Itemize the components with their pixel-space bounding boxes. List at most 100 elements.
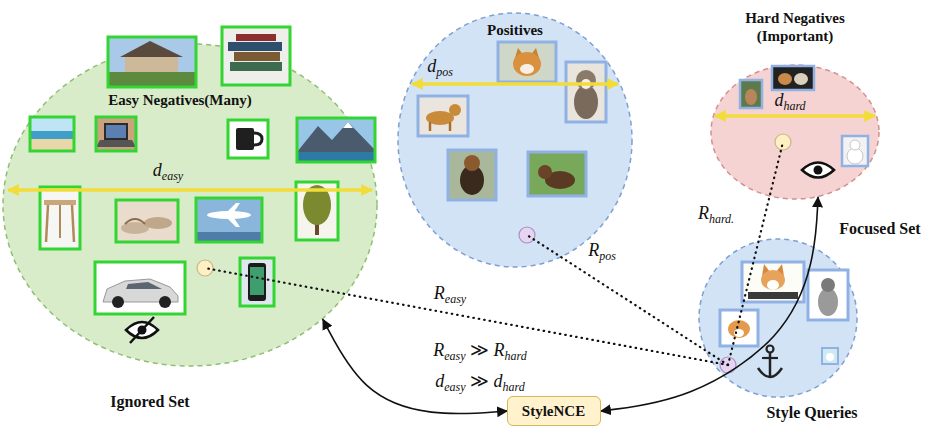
cat-photo	[772, 66, 814, 90]
dog-photo	[448, 150, 496, 200]
dog-photo	[566, 62, 606, 122]
diameter-arrow	[412, 82, 618, 86]
photo-thumbnail	[234, 52, 280, 61]
diameter-label: dhard	[774, 90, 805, 113]
photo-thumbnail	[297, 118, 375, 162]
photo-thumbnail	[228, 120, 268, 158]
loss-box: StyleNCE	[507, 396, 601, 426]
dog-photo	[418, 96, 468, 136]
query-image	[826, 353, 834, 361]
query-image	[822, 348, 838, 364]
photo-thumbnail	[112, 296, 124, 308]
query-image	[720, 310, 758, 346]
math-subscript: pos	[599, 249, 616, 263]
photo-thumbnail	[30, 131, 74, 139]
dog-photo	[574, 85, 598, 119]
region-shape	[398, 13, 632, 267]
eye-icon	[802, 163, 834, 178]
photo-thumbnail	[297, 118, 375, 162]
query-image	[808, 270, 848, 320]
dog-photo	[498, 42, 556, 82]
region-outline	[698, 238, 858, 398]
cat-photo	[740, 80, 762, 108]
distance-line	[527, 235, 728, 365]
set-heading: Easy Negatives(Many)	[108, 91, 252, 109]
math-symbol: d	[435, 371, 444, 391]
math-subscript: hard.	[709, 212, 734, 226]
photo-thumbnail	[240, 258, 274, 306]
cat-photo	[778, 73, 792, 85]
dog-photo	[528, 152, 586, 196]
cat-photo	[842, 136, 868, 166]
photo-thumbnail	[40, 187, 80, 249]
distance-symbol: Reasy	[434, 283, 466, 306]
eye-icon	[814, 166, 823, 175]
diameter-arrow	[715, 114, 875, 118]
diameter-label: deasy	[153, 160, 183, 183]
loss-name: StyleNCE	[522, 402, 585, 420]
dog-photo	[528, 152, 586, 196]
photo-thumbnail	[116, 200, 178, 242]
cat-photo	[772, 66, 814, 90]
cat-photo	[772, 66, 814, 90]
cat-photo	[740, 80, 762, 108]
cat-photo	[745, 89, 757, 105]
photo-thumbnail	[106, 125, 126, 138]
math-subscript: hard	[503, 380, 525, 394]
sample-set-ellipse: Easy Negatives(Many)deasyIgnored Set	[2, 43, 378, 367]
inequality-note: Reasy ≫ Rhard	[433, 340, 527, 363]
math-operator: ≫	[470, 340, 489, 360]
set-caption: Ignored Set	[110, 392, 189, 411]
photo-thumbnail	[108, 37, 196, 87]
dog-photo	[448, 150, 496, 200]
set-caption: Focused Set	[839, 219, 920, 238]
math-subscript: hard	[783, 99, 805, 113]
region-outline	[2, 43, 378, 367]
photo-thumbnail	[248, 263, 266, 301]
dog-photo	[448, 150, 496, 200]
photo-thumbnail	[196, 198, 262, 242]
math-symbol: R	[433, 340, 444, 360]
photo-thumbnail	[108, 72, 196, 87]
region-outline	[397, 12, 633, 268]
photo-thumbnail	[196, 198, 262, 242]
photo-thumbnail	[40, 187, 80, 249]
photo-thumbnail	[228, 120, 268, 158]
photo-thumbnail	[120, 41, 183, 57]
photo-thumbnail	[40, 187, 80, 249]
set-caption: Style Queries	[766, 403, 857, 422]
photo-thumbnail	[236, 34, 276, 41]
photo-thumbnail	[297, 118, 375, 162]
photo-thumbnail	[95, 262, 185, 314]
diameter-arrow	[8, 188, 372, 192]
photo-thumbnail	[44, 200, 76, 205]
dog-photo	[538, 165, 552, 179]
photo-thumbnail	[240, 258, 274, 306]
photo-thumbnail	[108, 37, 196, 87]
dog-photo	[520, 64, 534, 74]
photo-thumbnail	[116, 200, 178, 242]
query-image	[822, 348, 838, 364]
photo-thumbnail	[254, 133, 262, 145]
photo-thumbnail	[46, 205, 48, 242]
cat-photo	[740, 80, 762, 108]
region-shape	[711, 65, 879, 199]
region-shape	[3, 44, 377, 366]
math-subscript: hard	[505, 349, 527, 363]
query-image	[767, 280, 779, 290]
cat-photo	[794, 73, 808, 85]
math-symbol: R	[588, 240, 599, 260]
diameter-label: dpos	[427, 56, 453, 79]
photo-thumbnail	[125, 219, 145, 224]
region-outline	[710, 64, 880, 200]
photo-thumbnail	[224, 215, 240, 227]
math-subscript: easy	[444, 380, 465, 394]
dog-photo	[566, 62, 606, 122]
dog-photo	[449, 122, 452, 131]
sample-set-ellipse: Hard Negatives (Important)dhardFocused S…	[710, 64, 880, 200]
query-image	[720, 310, 758, 346]
